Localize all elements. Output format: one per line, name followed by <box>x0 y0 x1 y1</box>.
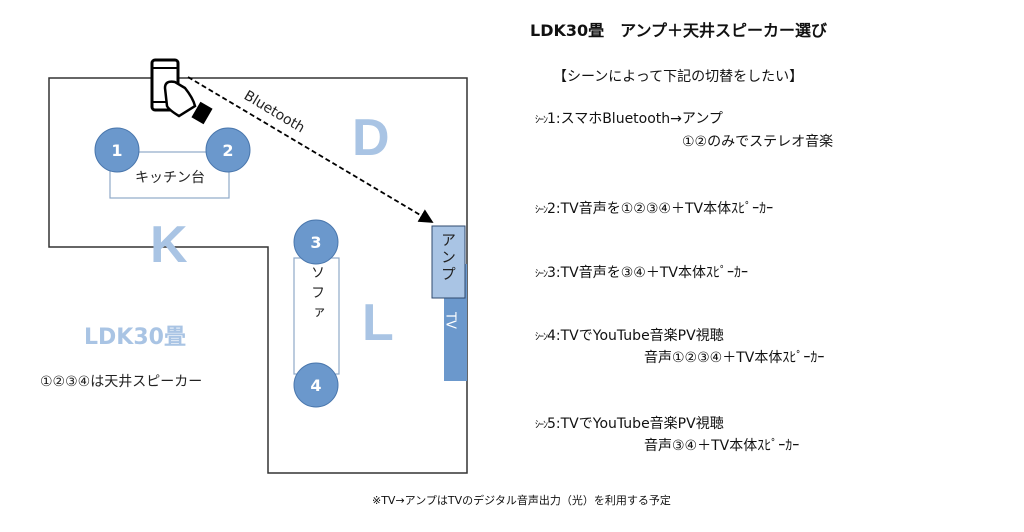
zone-l: L <box>362 294 394 352</box>
scene-2: ｼｰﾝ2:TV音声を①②③④＋TV本体ｽﾋﾟｰｶｰ <box>535 198 773 218</box>
subtitle: 【シーンによって下記の切替をしたい】 <box>553 69 804 85</box>
room-outline <box>48 77 468 474</box>
scene-prefix: ｼｰﾝ <box>535 332 548 343</box>
bluetooth-arrow <box>187 76 434 223</box>
scene-text: 4:TVでYouTube音楽PV視聴 <box>547 328 724 344</box>
zone-d: D <box>352 109 390 167</box>
scene-prefix: ｼｰﾝ <box>535 205 548 216</box>
scene-prefix: ｼｰﾝ <box>535 269 548 280</box>
amp-label: アンプ <box>439 232 457 283</box>
scene-text: 2:TV音声を①②③④＋TV本体ｽﾋﾟｰｶｰ <box>547 201 774 217</box>
svg-text:4: 4 <box>310 376 321 395</box>
scene-1: ｼｰﾝ1:スマホBluetooth→アンプ <box>535 108 723 128</box>
page-title: LDK30畳 アンプ＋天井スピーカー選び <box>530 21 828 40</box>
speaker-note: ①②③④は天井スピーカー <box>40 374 202 390</box>
scene-3: ｼｰﾝ3:TV音声を③④＋TV本体ｽﾋﾟｰｶｰ <box>535 262 748 282</box>
svg-text:1: 1 <box>111 141 122 160</box>
footnote: ※TV→アンプはTVのデジタル音声出力（光）を利用する予定 <box>372 494 671 507</box>
scene-1-detail: ①②のみでステレオ音楽 <box>682 134 834 150</box>
scene-text: 5:TVでYouTube音楽PV視聴 <box>547 416 724 432</box>
scene-prefix: ｼｰﾝ <box>535 420 548 431</box>
svg-text:2: 2 <box>222 141 233 160</box>
speaker-2: 2 <box>205 127 251 173</box>
sofa-label: ソファ <box>309 265 325 325</box>
sofa <box>293 257 340 375</box>
scene-prefix: ｼｰﾝ <box>535 115 548 126</box>
speaker-1: 1 <box>94 127 140 173</box>
scene-5-detail: 音声③④＋TV本体ｽﾋﾟｰｶｰ <box>644 438 800 454</box>
scene-5: ｼｰﾝ5:TVでYouTube音楽PV視聴 <box>535 413 724 433</box>
zone-k: K <box>150 216 188 274</box>
scene-text: 1:スマホBluetooth→アンプ <box>547 111 723 127</box>
room-size-label: LDK30畳 <box>84 325 186 350</box>
scene-text: 3:TV音声を③④＋TV本体ｽﾋﾟｰｶｰ <box>547 265 748 281</box>
amp <box>431 225 466 299</box>
smartphone-hand-icon <box>150 58 213 125</box>
kitchen-label: キッチン台 <box>135 170 205 186</box>
scene-4: ｼｰﾝ4:TVでYouTube音楽PV視聴 <box>535 325 724 345</box>
speaker-4: 4 <box>293 362 339 408</box>
scene-4-detail: 音声①②③④＋TV本体ｽﾋﾟｰｶｰ <box>644 350 825 366</box>
speaker-3: 3 <box>293 219 339 265</box>
svg-text:3: 3 <box>310 233 321 252</box>
tv-label: TV <box>443 311 458 329</box>
